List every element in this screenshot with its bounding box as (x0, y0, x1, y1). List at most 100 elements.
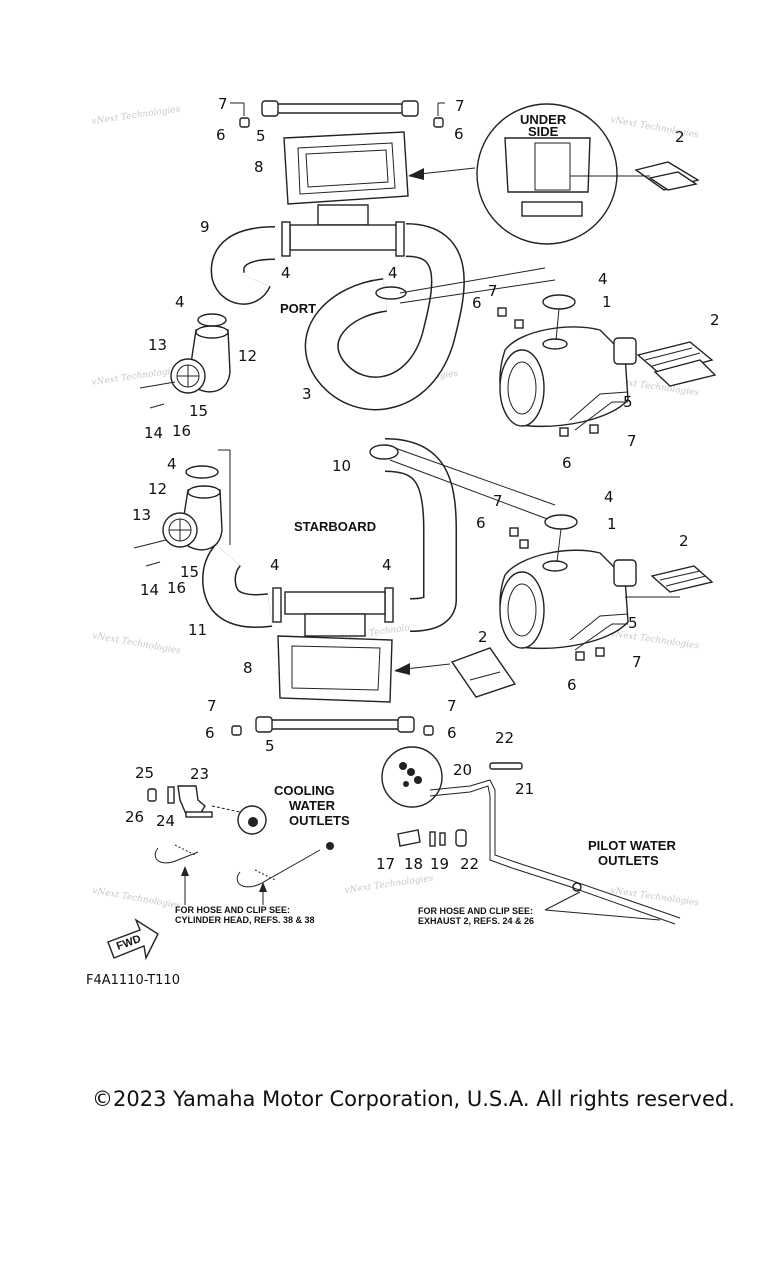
clamp-4-port-low (197, 313, 227, 327)
pad-2-port (636, 341, 717, 387)
silencer-8-port (283, 131, 409, 251)
hose-3 (304, 223, 465, 411)
straps-5-port (569, 391, 629, 431)
nut-6-stbd-b (519, 539, 529, 549)
nut-6-port-c (559, 427, 569, 437)
callout-4: 4 (175, 293, 185, 311)
note-left-1: FOR HOSE AND CLIP SEE: (175, 905, 290, 915)
callout-6: 6 (562, 454, 572, 472)
nut-6-port-a (497, 307, 507, 317)
callout-22: 22 (495, 729, 514, 747)
nut-6-top-left (239, 117, 250, 128)
pad-2-starboard-center (450, 647, 517, 698)
callout-18: 18 (404, 855, 423, 873)
callout-4: 4 (598, 270, 608, 288)
callout-2: 2 (675, 128, 685, 146)
callout-6: 6 (454, 125, 464, 143)
watermark: vNext Technologies (91, 886, 181, 911)
note-right-1: FOR HOSE AND CLIP SEE: (418, 906, 533, 916)
callout-20: 20 (453, 761, 472, 779)
callout-12: 12 (238, 347, 257, 365)
callout-4: 4 (604, 488, 614, 506)
callout-13: 13 (132, 506, 151, 524)
callout-11: 11 (188, 621, 207, 639)
nut-6-stbd-c (575, 651, 585, 661)
callout-10: 10 (332, 457, 351, 475)
pilot-label-1: PILOT WATER (588, 838, 676, 853)
callout-5: 5 (628, 614, 638, 632)
callout-2: 2 (710, 311, 720, 329)
callout-7: 7 (447, 697, 457, 715)
callout-5: 5 (623, 393, 633, 411)
callout-7: 7 (632, 653, 642, 671)
watermark: vNext Technologies (610, 629, 700, 651)
note-left-2: CYLINDER HEAD, REFS. 38 & 38 (175, 915, 315, 925)
clamp-4-port-right (395, 221, 405, 257)
callout-8: 8 (254, 158, 264, 176)
nut-6-port-d (589, 424, 599, 434)
callout-26: 26 (125, 808, 144, 826)
hose-10 (384, 438, 457, 632)
callout-13: 13 (148, 336, 167, 354)
callout-16: 16 (172, 422, 191, 440)
port-label: PORT (280, 301, 316, 316)
callout-5: 5 (256, 127, 266, 145)
airbox-1-starboard (499, 549, 637, 649)
callout-22: 22 (460, 855, 479, 873)
cooling-hoses (154, 844, 321, 888)
nut-6-stbd-a (509, 527, 519, 537)
cap-13-port (170, 358, 206, 394)
callout-14: 14 (144, 424, 163, 442)
callouts: 7 6 5 7 6 8 2 9 4 4 4 4 7 1 6 2 13 12 3 … (125, 95, 720, 873)
callout-7: 7 (627, 432, 637, 450)
pilot-fittings (397, 829, 467, 847)
hose-9 (210, 226, 276, 305)
cooling-label-1: COOLING (274, 783, 335, 798)
callout-6: 6 (472, 294, 482, 312)
callout-4: 4 (270, 556, 280, 574)
callout-8: 8 (243, 659, 253, 677)
callout-24: 24 (156, 812, 175, 830)
callout-19: 19 (430, 855, 449, 873)
airbox-1-port (499, 326, 637, 427)
pilot-label-2: OUTLETS (598, 853, 659, 868)
watermark: vNext Technologies (91, 366, 181, 388)
nut-6-stbd-d (595, 647, 605, 657)
nut-6-bottom-right (423, 725, 434, 736)
figure-code: F4A1110-T110 (86, 973, 180, 988)
fwd-arrow: FWD (107, 918, 159, 961)
hose10-end (369, 444, 399, 460)
clamp-4-airbox-port (542, 294, 576, 310)
callout-21: 21 (515, 780, 534, 798)
callout-7: 7 (218, 95, 228, 113)
callout-7: 7 (455, 97, 465, 115)
callout-4: 4 (167, 455, 177, 473)
callout-7: 7 (207, 697, 217, 715)
underside-label-1: UNDER (520, 112, 567, 127)
nut-6-port-b (514, 319, 524, 329)
clamp-4-stbd-left (272, 587, 282, 623)
copyright-notice: ©2023 Yamaha Motor Corporation, U.S.A. A… (92, 1087, 735, 1111)
pad-2-underside (634, 161, 700, 191)
pilot-hose-20 (429, 762, 681, 925)
callout-25: 25 (135, 764, 154, 782)
callout-2: 2 (478, 628, 488, 646)
underside-inset: UNDER SIDE (476, 103, 618, 245)
callout-15: 15 (180, 563, 199, 581)
cooling-label-2: WATER (289, 798, 336, 813)
outlet-parts-left (147, 785, 213, 818)
silencer-8-starboard (277, 591, 393, 703)
callout-7: 7 (493, 492, 503, 510)
nut-6-top-right (433, 117, 444, 128)
callout-4: 4 (382, 556, 392, 574)
callout-17: 17 (376, 855, 395, 873)
cooling-label-3: OUTLETS (289, 813, 350, 828)
callout-5: 5 (265, 737, 275, 755)
note-right-2: EXHAUST 2, REFS. 24 & 26 (418, 916, 534, 926)
callout-4: 4 (281, 264, 291, 282)
callout-14: 14 (140, 581, 159, 599)
callout-12: 12 (148, 480, 167, 498)
watermark: vNext Technologies (91, 631, 181, 656)
clamp-4-airbox-stbd (544, 514, 578, 530)
